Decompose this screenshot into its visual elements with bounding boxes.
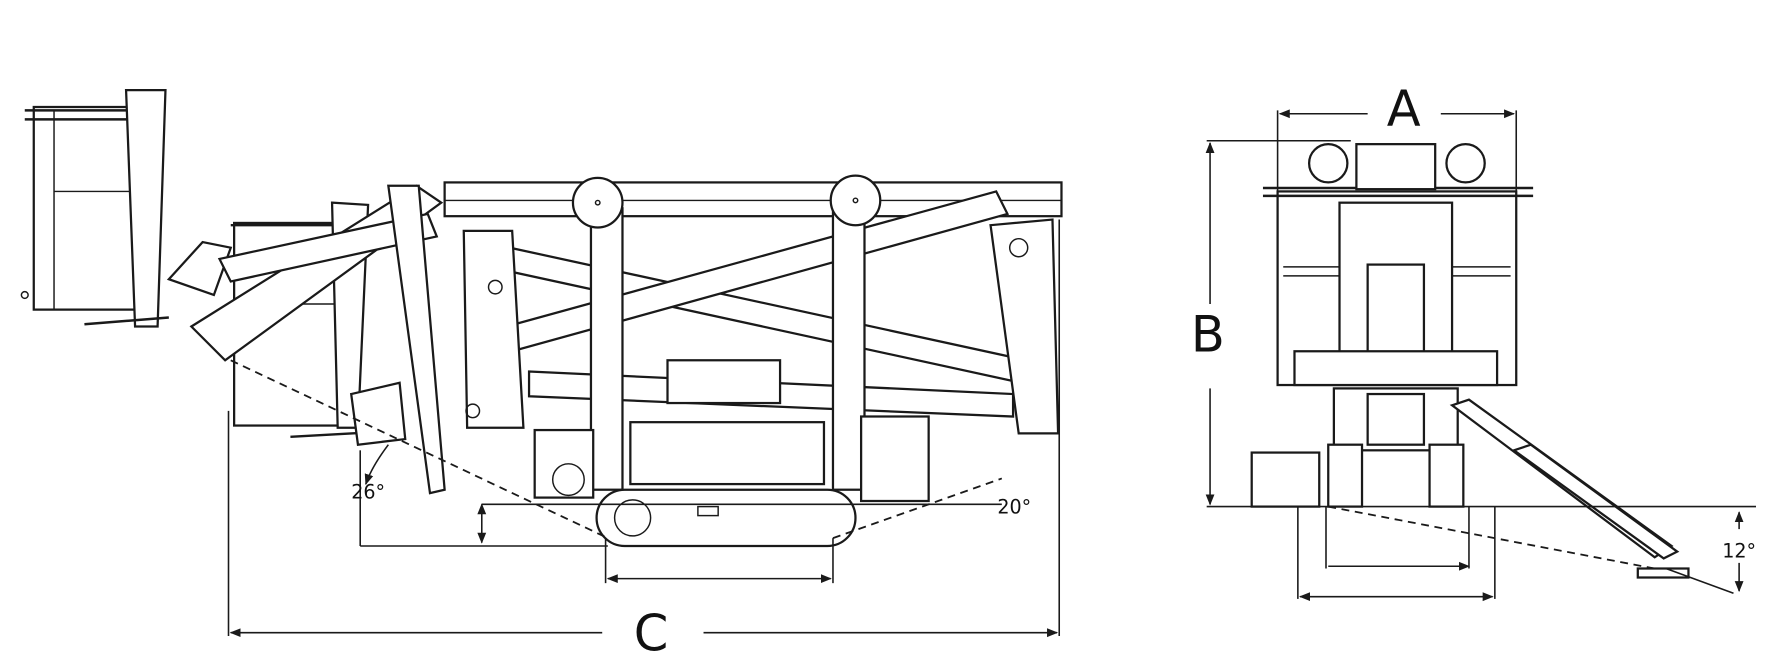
side-view [20,88,1063,548]
front-dimensions [1205,109,1756,602]
upper-basket [20,88,169,328]
width-label-a: A [1387,80,1421,138]
height-label-b: B [1191,305,1225,363]
front-outrigger [571,176,624,491]
length-label-c: C [634,605,669,662]
angle-side-label: 12° [1722,539,1756,562]
jib-arm [166,184,446,495]
rear-outrigger [829,174,882,491]
angle-rear-label: 26° [351,481,385,504]
angle-front-label: 20° [997,495,1031,518]
front-view [1250,143,1690,579]
side-dimensions [227,219,1061,638]
